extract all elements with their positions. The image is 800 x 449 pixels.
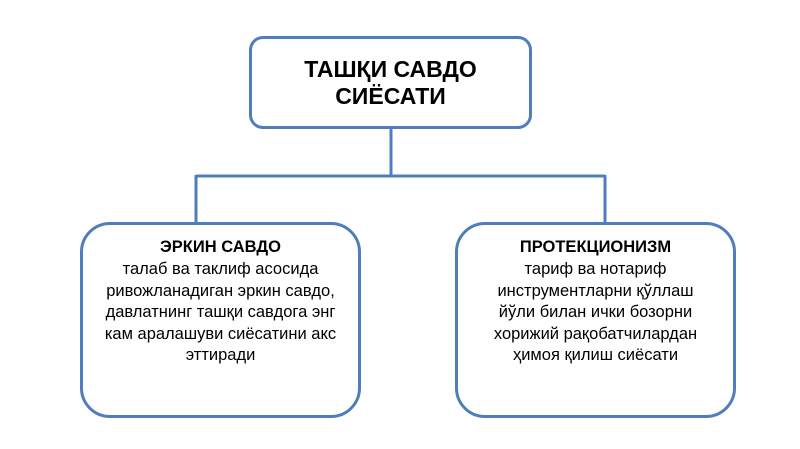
protectionism-node: ПРОТЕКЦИОНИЗМ тариф ва нотариф инструмен… (455, 222, 736, 418)
free-trade-heading: ЭРКИН САВДО (160, 238, 281, 256)
free-trade-line: кам аралашуви сиёсатини акс (104, 324, 337, 343)
free-trade-line: талаб ва таклиф асосида (122, 260, 319, 278)
root-node: ТАШҚИ САВДО СИЁСАТИ (249, 36, 532, 129)
protectionism-line: хорижий рақобатчилардан (493, 324, 698, 343)
free-trade-line: эттиради (185, 346, 256, 364)
protectionism-line: инструментларни қўллаш (497, 281, 694, 300)
free-trade-line: ривожланадиган эркин савдо, (106, 281, 335, 300)
protectionism-line: тариф ва нотариф (524, 260, 667, 278)
free-trade-description: талаб ва таклиф асосида ривожланадиган э… (83, 259, 358, 367)
protectionism-heading: ПРОТЕКЦИОНИЗМ (519, 238, 672, 256)
protectionism-line: ҳимоя қилиш сиёсати (512, 346, 679, 364)
protectionism-line: йўли билан ички бозорни (498, 303, 693, 321)
free-trade-node: ЭРКИН САВДО талаб ва таклиф асосида риво… (80, 222, 361, 418)
root-node-title: ТАШҚИ САВДО СИЁСАТИ (304, 55, 477, 109)
protectionism-description: тариф ва нотариф инструментларни қўллаш … (458, 259, 733, 367)
free-trade-line: давлатнинг ташқи савдога энг (105, 303, 336, 321)
